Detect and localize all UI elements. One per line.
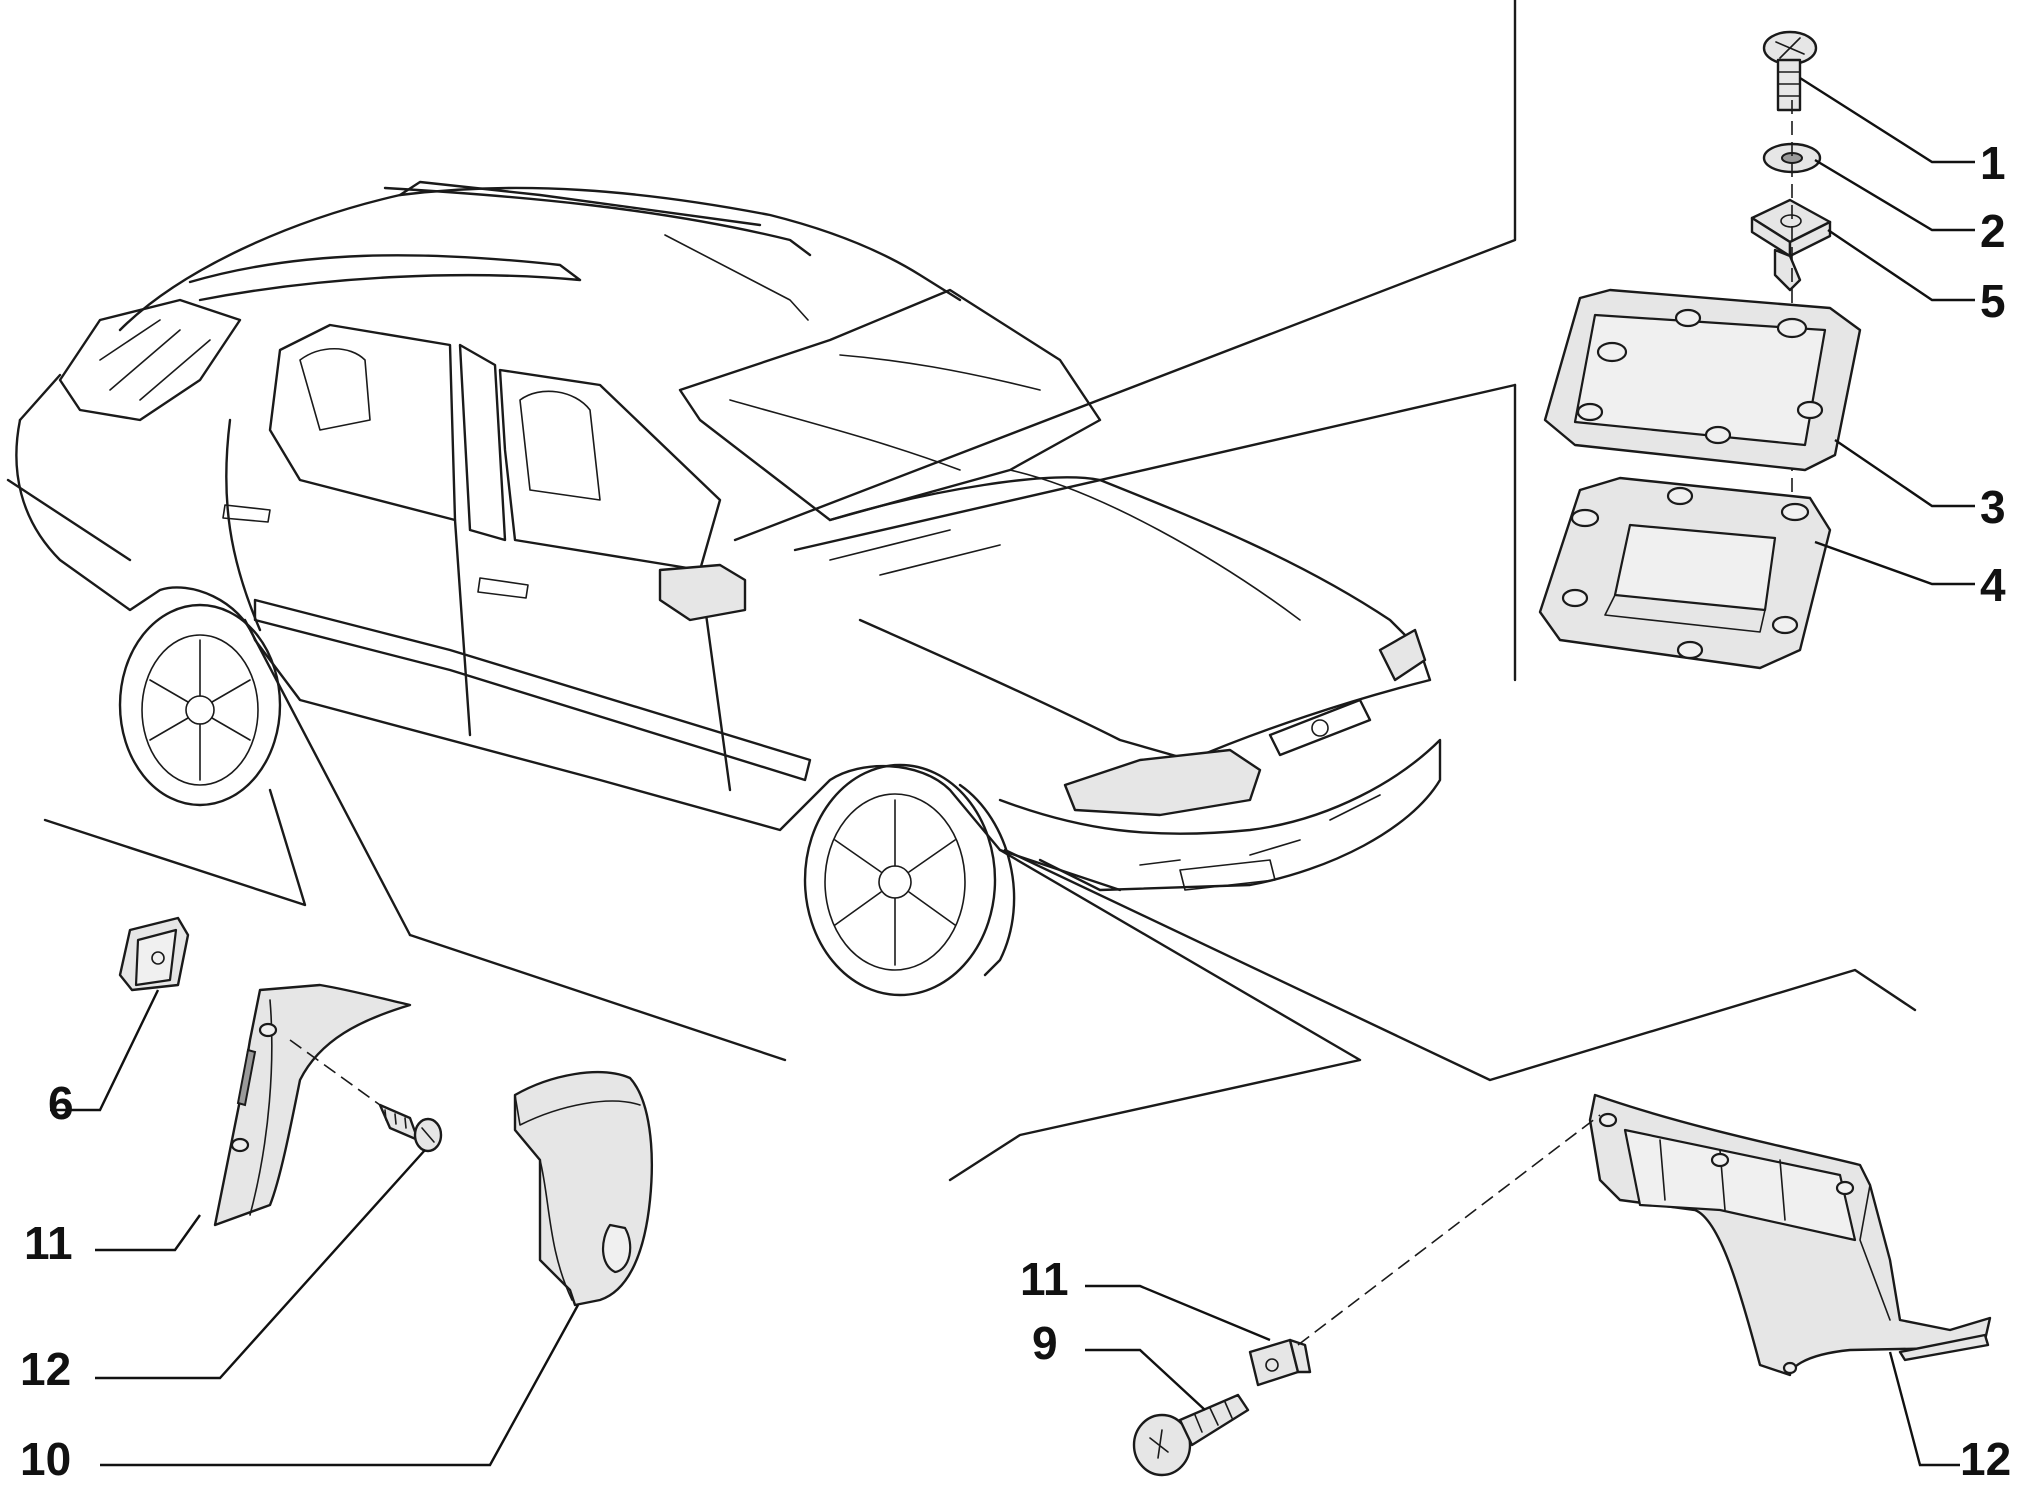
screw-part-1 [1762, 30, 1818, 112]
callout-label-12-left: 12 [20, 1343, 72, 1395]
pad-part-6 [118, 916, 190, 992]
callout-label-9: 9 [1032, 1317, 1058, 1369]
front-arch-parts [1085, 1093, 1992, 1477]
rear-arch-parts [50, 916, 653, 1467]
frame-part-4 [1538, 476, 1832, 670]
callout-label-2: 2 [1980, 205, 2006, 257]
screw-part-9 [1132, 1393, 1250, 1477]
clip-part-5 [1750, 198, 1832, 292]
cover-plate-assembly [1538, 30, 1975, 670]
pointer-lines [43, 0, 1917, 1182]
callout-label-3: 3 [1980, 481, 2006, 533]
callout-label-4: 4 [1980, 559, 2006, 611]
car-illustration [6, 180, 1442, 997]
screw-part-12-left [289, 1039, 443, 1153]
rear-wheel [118, 603, 282, 807]
liner-part-12-right [1588, 1093, 1992, 1377]
callout-label-11-right: 11 [1020, 1253, 1069, 1305]
liner-part-11 [213, 983, 412, 1227]
front-wheel [803, 763, 1016, 997]
clip-part-11-right [1248, 1338, 1312, 1387]
callout-label-6: 6 [48, 1077, 74, 1129]
callout-label-10: 10 [20, 1433, 72, 1485]
flap-part-10 [513, 1070, 653, 1307]
gasket-part-3 [1543, 288, 1862, 472]
callout-label-5: 5 [1980, 275, 2006, 327]
callout-label-1: 1 [1980, 137, 2006, 189]
callout-label-11-left: 11 [24, 1217, 73, 1269]
callout-label-12-right: 12 [1960, 1433, 2012, 1485]
